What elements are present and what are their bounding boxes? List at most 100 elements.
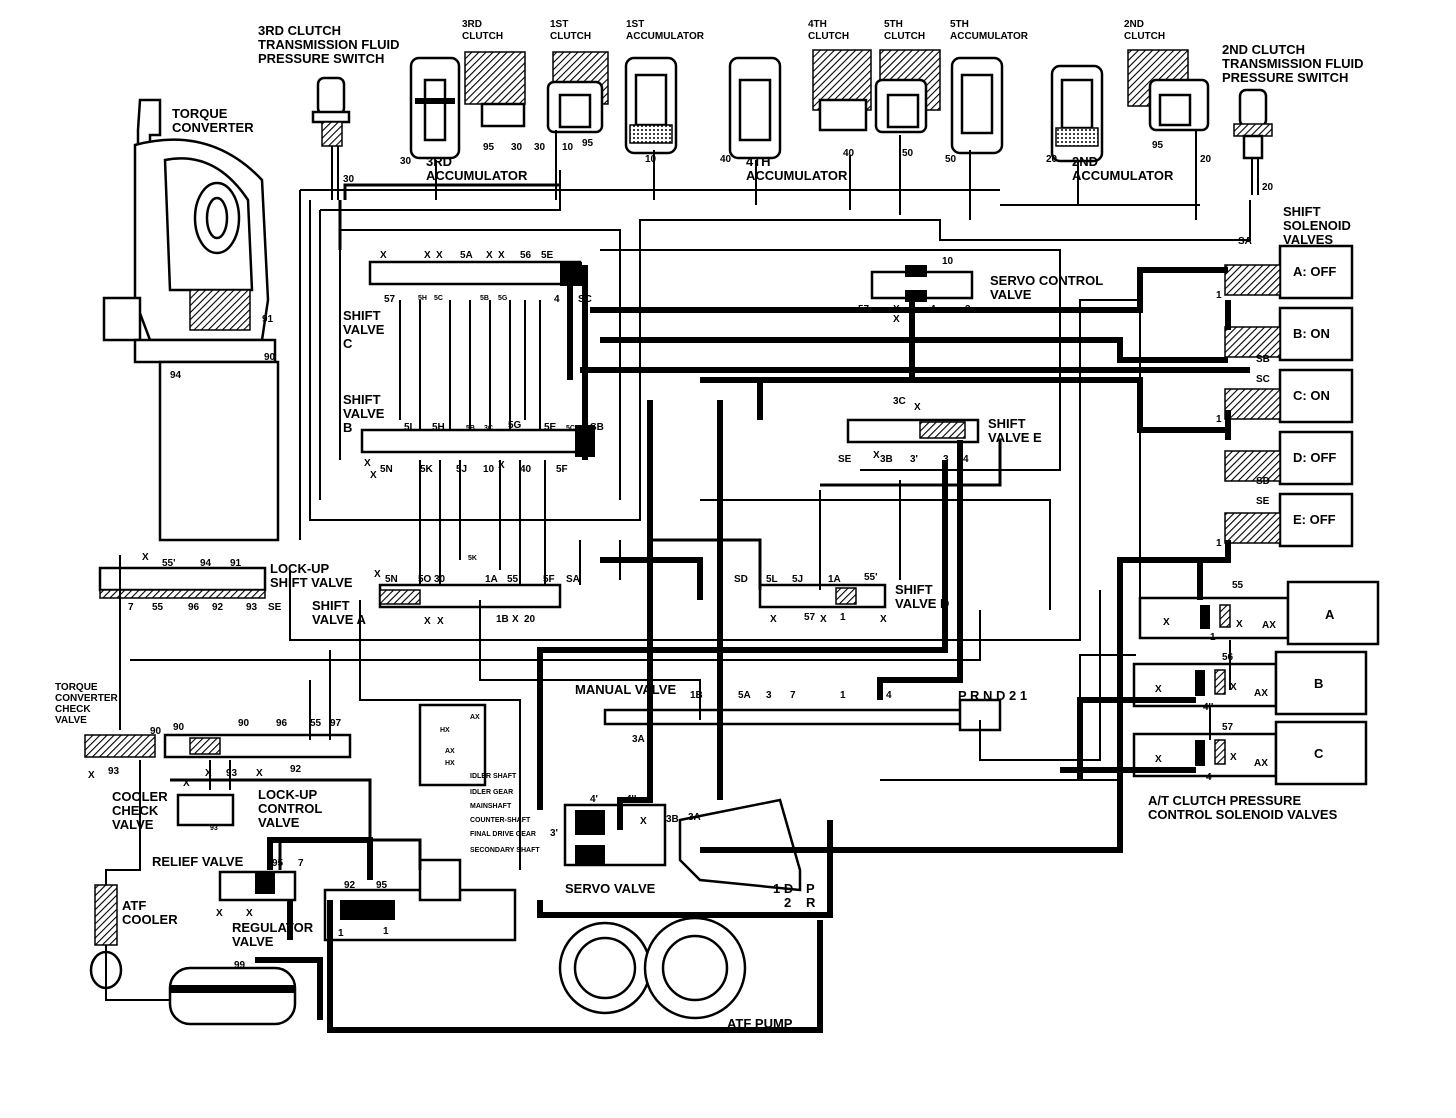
svg-text:X: X — [142, 552, 149, 563]
label-3rd-acc-2: ACCUMULATOR — [426, 168, 528, 183]
label-1st-clutch-2: CLUTCH — [550, 31, 591, 42]
svg-text:3': 3' — [910, 454, 918, 465]
servo-and-sve-port-labels: 10 57 X X 4 3 3C X SE X 3B 3' 3 4 — [838, 256, 971, 465]
label-4th-clutch-2: CLUTCH — [808, 31, 849, 42]
label-3rd-switch-1: 3RD CLUTCH — [258, 23, 341, 38]
svg-text:X: X — [436, 250, 443, 261]
cooler-check-valve-body — [176, 793, 235, 827]
label-pcs-2: CONTROL SOLENOID VALVES — [1148, 807, 1338, 822]
svg-text:99: 99 — [234, 960, 246, 971]
label-pcs-1: A/T CLUTCH PRESSURE — [1148, 793, 1301, 808]
label-2nd-acc-2: ACCUMULATOR — [1072, 168, 1174, 183]
svg-text:X: X — [820, 614, 827, 625]
lower-port-labels: 1B 5A 3 7 1 4 3A 90 90 96 55 97 X X 93 X… — [88, 690, 892, 939]
svg-text:55: 55 — [1232, 580, 1244, 591]
fourth-accumulator — [728, 56, 782, 160]
svg-text:X: X — [498, 460, 505, 471]
svg-text:10: 10 — [562, 142, 574, 153]
svg-text:5H: 5H — [432, 422, 445, 433]
svg-text:4'': 4'' — [626, 794, 636, 805]
svg-text:4'': 4'' — [1203, 702, 1213, 713]
svg-text:5K: 5K — [420, 464, 434, 475]
svg-text:7: 7 — [298, 858, 304, 869]
svg-text:90: 90 — [238, 718, 250, 729]
svg-text:90: 90 — [150, 726, 162, 737]
svg-text:X: X — [1163, 617, 1170, 628]
label-svc-3: C — [343, 336, 353, 351]
svg-text:95: 95 — [272, 858, 284, 869]
svg-text:X: X — [486, 250, 493, 261]
svg-text:57: 57 — [804, 612, 816, 623]
svg-text:97: 97 — [330, 718, 342, 729]
svg-text:SE: SE — [1256, 496, 1270, 507]
svg-text:5A: 5A — [738, 690, 751, 701]
label-svc-1: SHIFT — [343, 308, 381, 323]
svg-text:X: X — [374, 569, 381, 580]
svg-text:SD: SD — [734, 574, 748, 585]
label-svd-1: SHIFT — [895, 582, 933, 597]
svg-text:X: X — [770, 614, 777, 625]
shift-valve-b-body — [360, 428, 594, 454]
svg-text:20: 20 — [524, 614, 536, 625]
svg-text:1A: 1A — [828, 574, 841, 585]
svg-text:AX: AX — [470, 714, 480, 721]
svg-text:5J: 5J — [792, 574, 803, 585]
label-4th-clutch-1: 4TH — [808, 19, 827, 30]
svg-text:95: 95 — [483, 142, 495, 153]
svg-text:SECONDARY SHAFT: SECONDARY SHAFT — [470, 847, 540, 854]
second-clutch — [1127, 49, 1210, 132]
svg-text:94: 94 — [170, 370, 182, 381]
label-svd-2: VALVE D — [895, 596, 949, 611]
svg-text:55': 55' — [162, 558, 176, 569]
svg-text:7: 7 — [790, 690, 796, 701]
svg-text:40: 40 — [520, 464, 532, 475]
label-1st-clutch-1: 1ST — [550, 19, 568, 30]
svg-text:92: 92 — [290, 764, 302, 775]
label-3rd-acc-1: 3RD — [426, 154, 452, 169]
svg-text:X: X — [370, 470, 377, 481]
svg-text:1: 1 — [840, 690, 846, 701]
svg-text:1A: 1A — [485, 574, 498, 585]
svg-text:3B: 3B — [666, 814, 679, 825]
svg-text:X: X — [1155, 684, 1162, 695]
svg-text:5F: 5F — [556, 464, 568, 475]
label-2nd-switch-1: 2ND CLUTCH — [1222, 42, 1305, 57]
label-manual-valve: MANUAL VALVE — [575, 682, 676, 697]
manual-valve-body — [603, 708, 967, 726]
svg-text:X: X — [1230, 752, 1237, 763]
svg-text:1B: 1B — [496, 614, 509, 625]
svg-text:93: 93 — [246, 602, 258, 613]
svg-text:X: X — [512, 614, 519, 625]
svg-text:3: 3 — [766, 690, 772, 701]
svg-text:5K: 5K — [468, 555, 477, 562]
svg-text:1B: 1B — [690, 690, 703, 701]
svg-text:5E: 5E — [541, 250, 554, 261]
svg-text:1: 1 — [338, 928, 344, 939]
svg-text:SD: SD — [1256, 476, 1270, 487]
svg-text:FINAL DRIVE GEAR: FINAL DRIVE GEAR — [470, 831, 536, 838]
svg-text:X: X — [256, 768, 263, 779]
svg-text:95: 95 — [1152, 140, 1164, 151]
svg-text:4: 4 — [886, 690, 892, 701]
svg-text:X: X — [1155, 754, 1162, 765]
label-2nd-acc-1: 2ND — [1072, 154, 1098, 169]
label-sva-1: SHIFT — [312, 598, 350, 613]
svg-text:X: X — [893, 304, 900, 315]
second-clutch-pressure-switch — [1233, 88, 1273, 195]
svg-text:96: 96 — [276, 718, 288, 729]
svg-text:90: 90 — [264, 352, 276, 363]
svg-text:93: 93 — [226, 768, 238, 779]
solenoid-c-state: C: ON — [1293, 388, 1330, 403]
label-2nd-clutch-2: CLUTCH — [1124, 31, 1165, 42]
svg-text:95: 95 — [376, 880, 388, 891]
label-tccv-4: VALVE — [55, 715, 87, 726]
svg-text:94: 94 — [200, 558, 212, 569]
svg-text:SE: SE — [838, 454, 852, 465]
label-gear-positions: P R N D 2 1 — [958, 688, 1027, 703]
label-servo-ctrl-2: VALVE — [990, 287, 1032, 302]
svg-text:2: 2 — [784, 895, 791, 910]
label-ssv-2: SOLENOID — [1283, 218, 1351, 233]
svg-text:AX: AX — [1254, 758, 1268, 769]
svg-text:55: 55 — [507, 574, 519, 585]
svg-text:5J: 5J — [456, 464, 467, 475]
